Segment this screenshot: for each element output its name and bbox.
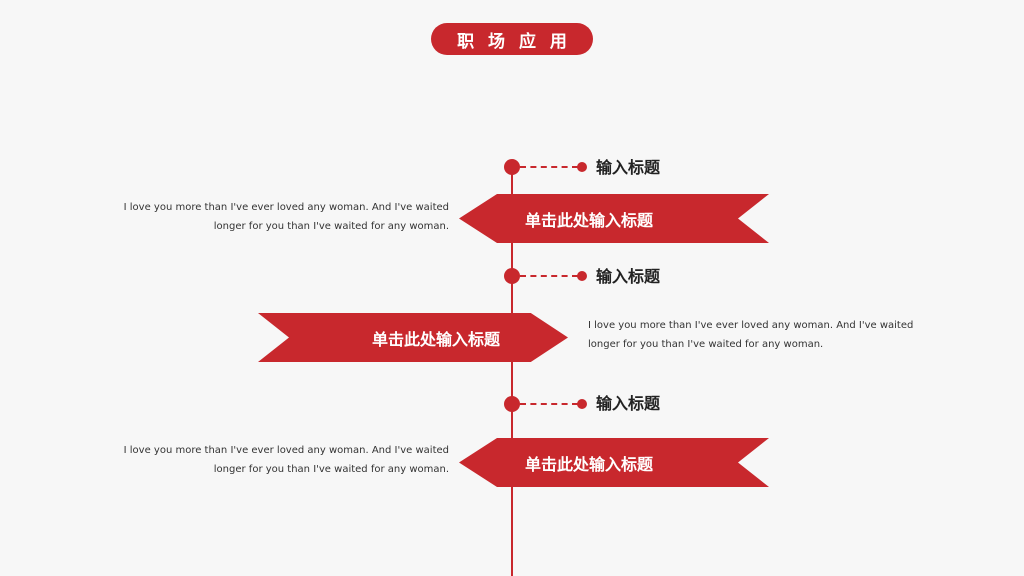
node-title-3: 输入标题 <box>596 394 661 413</box>
ribbon-banner-2: 单击此处输入标题 <box>258 313 568 362</box>
timeline-node-1 <box>504 159 520 175</box>
description-2-line-2: longer for you than I've waited for any … <box>588 339 824 350</box>
node-title-1: 输入标题 <box>596 158 661 177</box>
timeline-connector-dot-3 <box>577 399 587 409</box>
description-1-line-1: I love you more than I've ever loved any… <box>123 202 449 213</box>
description-1-line-2: longer for you than I've waited for any … <box>213 221 449 232</box>
timeline-connector-dot-1 <box>577 162 587 172</box>
description-3: I love you more than I've ever loved any… <box>124 441 449 479</box>
ribbon-banner-1: 单击此处输入标题 <box>459 194 769 243</box>
timeline-node-2 <box>504 268 520 284</box>
timeline-connector-dot-2 <box>577 271 587 281</box>
timeline-node-3 <box>504 396 520 412</box>
description-3-line-2: longer for you than I've waited for any … <box>213 464 449 475</box>
timeline-connector-3 <box>520 403 578 405</box>
ribbon-banner-3: 单击此处输入标题 <box>459 438 769 487</box>
description-2: I love you more than I've ever loved any… <box>588 316 913 354</box>
node-title-2: 输入标题 <box>596 267 661 286</box>
description-1: I love you more than I've ever loved any… <box>124 198 449 236</box>
timeline-axis <box>511 160 513 576</box>
description-2-line-1: I love you more than I've ever loved any… <box>588 320 914 331</box>
timeline-connector-2 <box>520 275 578 277</box>
description-3-line-1: I love you more than I've ever loved any… <box>123 445 449 456</box>
timeline-connector-1 <box>520 166 578 168</box>
page-title: 职 场 应 用 <box>431 23 593 55</box>
